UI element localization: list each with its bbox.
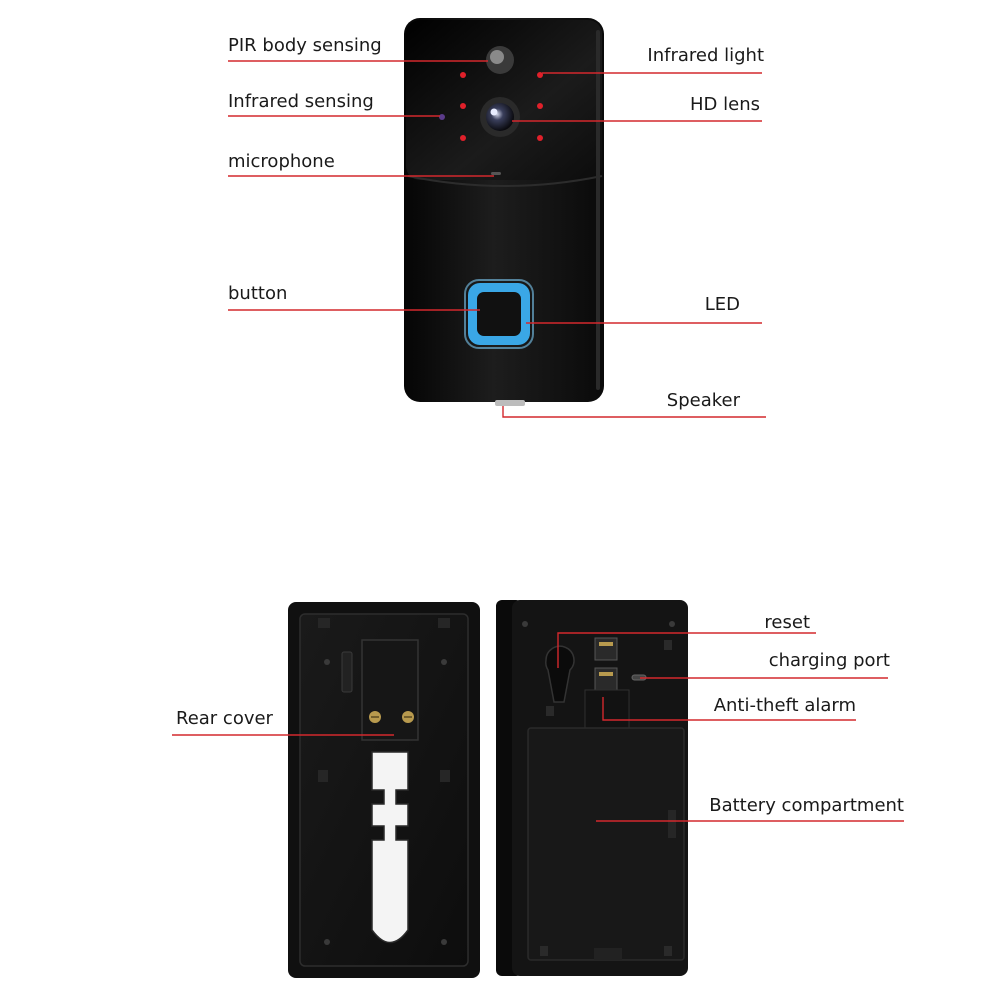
ir-led	[537, 135, 543, 141]
rear-latch	[341, 651, 353, 693]
battery-latch	[668, 810, 676, 838]
front-device	[404, 18, 604, 406]
sim-slot	[594, 667, 618, 691]
label-charging-port: charging port	[768, 650, 890, 671]
label-anti-theft-alarm: Anti-theft alarm	[713, 695, 856, 716]
ir-led	[460, 103, 466, 109]
infrared-sensor	[439, 114, 445, 120]
rear-cover	[288, 602, 480, 978]
cover-tab	[438, 618, 450, 628]
leader-line-anti-theft	[602, 697, 856, 721]
back-tab	[540, 946, 548, 956]
leader-line-speaker	[502, 406, 766, 418]
ir-led	[460, 135, 466, 141]
label-infrared-sensing: Infrared sensing	[228, 91, 374, 112]
label-button: button	[228, 283, 288, 304]
hd-lens-glint	[490, 108, 498, 116]
panel-seam	[407, 175, 603, 187]
pir-sensor-dome	[490, 50, 504, 64]
cover-hole	[324, 939, 330, 945]
reset-hole	[545, 645, 575, 703]
back-hole	[522, 621, 528, 627]
cover-hole	[441, 659, 447, 665]
speaker-slot	[495, 400, 525, 406]
anti-theft-switch	[584, 689, 630, 731]
label-led: LED	[704, 294, 740, 315]
sim-slot	[594, 637, 618, 661]
doorbell-button	[477, 292, 521, 336]
keyhole-slot	[371, 751, 409, 944]
label-speaker: Speaker	[666, 390, 740, 411]
microphone-hole	[491, 172, 501, 175]
sim-contacts	[599, 642, 613, 646]
back-tab	[546, 706, 554, 716]
back-tab	[664, 640, 672, 650]
leader-line-reset	[557, 632, 816, 668]
back-tab	[664, 946, 672, 956]
label-rear-cover: Rear cover	[176, 708, 273, 729]
device-back	[496, 600, 688, 976]
label-microphone: microphone	[228, 151, 335, 172]
hd-lens-glass	[486, 103, 514, 131]
label-pir-body-sensing: PIR body sensing	[228, 35, 382, 56]
label-hd-lens: HD lens	[690, 94, 760, 115]
cover-hole	[324, 659, 330, 665]
label-reset: reset	[764, 612, 810, 633]
cover-tab	[318, 770, 328, 782]
battery-compartment	[527, 727, 685, 961]
label-battery-compartment: Battery compartment	[709, 795, 904, 816]
cover-tab	[318, 618, 330, 628]
label-infrared-light: Infrared light	[647, 45, 764, 66]
cover-tab	[440, 770, 450, 782]
leader-lines	[172, 60, 904, 822]
battery-notch	[594, 948, 622, 960]
ir-led	[537, 103, 543, 109]
mount-bracket	[361, 639, 419, 741]
back-hole	[669, 621, 675, 627]
ir-led	[537, 72, 543, 78]
front-edge-highlight	[596, 30, 600, 390]
sim-contacts	[599, 672, 613, 676]
cover-hole	[441, 939, 447, 945]
ir-led	[460, 72, 466, 78]
led-ring-glow	[464, 279, 534, 349]
